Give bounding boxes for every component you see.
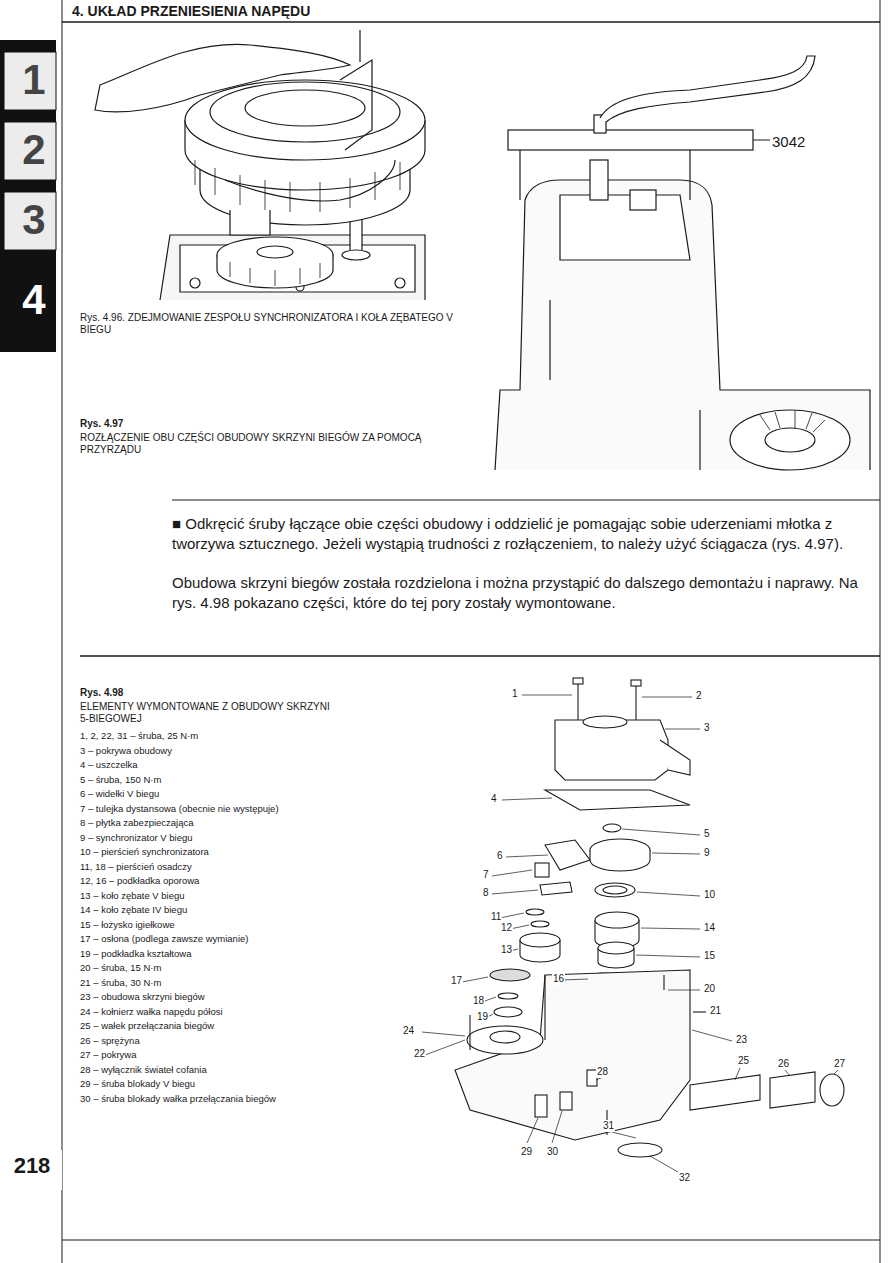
callout-number: 15 bbox=[703, 950, 716, 962]
callout-number: 28 bbox=[596, 1066, 609, 1078]
parts-list-line: 25 – wałek przełączania biegów bbox=[80, 1019, 410, 1033]
callout-number: 27 bbox=[833, 1058, 846, 1070]
parts-list-line: 28 – wyłącznik świateł cofania bbox=[80, 1063, 410, 1077]
parts-list-line: 12, 16 – podkładka oporowa bbox=[80, 874, 410, 888]
callout-number: 7 bbox=[482, 869, 490, 881]
tool-number: 3042 bbox=[772, 133, 832, 151]
callout-number: 12 bbox=[500, 922, 513, 934]
parts-list-line: 6 – widełki V biegu bbox=[80, 787, 410, 801]
parts-list-line: 10 – pierścień synchronizatora bbox=[80, 845, 410, 859]
parts-list-line: 20 – śruba, 15 N·m bbox=[80, 961, 410, 975]
parts-list-line: 17 – osłona (podlega zawsze wymianie) bbox=[80, 932, 410, 946]
parts-list-line: 15 – łożysko igiełkowe bbox=[80, 918, 410, 932]
parts-list-line: 11, 18 – pierścień osadczy bbox=[80, 860, 410, 874]
callout-number: 4 bbox=[490, 793, 498, 805]
parts-list-line: 13 – koło zębate V biegu bbox=[80, 889, 410, 903]
callout-number: 30 bbox=[546, 1146, 559, 1158]
body-text: ■ Odkręcić śruby łączące obie części obu… bbox=[172, 514, 872, 555]
parts-list-line: 3 – pokrywa obudowy bbox=[80, 744, 410, 758]
section-tab-number: 2 bbox=[14, 126, 54, 174]
callout-number: 9 bbox=[703, 847, 711, 859]
callout-number: 2 bbox=[695, 690, 703, 702]
body-text: Obudowa skrzyni biegów została rozdzielo… bbox=[172, 573, 872, 614]
callout-number: 1 bbox=[511, 688, 519, 700]
figure-caption: Rys. 4.96. ZDEJMOWANIE ZESPOŁU SYNCHRONI… bbox=[80, 312, 480, 336]
parts-list-line: 27 – pokrywa bbox=[80, 1048, 410, 1062]
callout-number: 10 bbox=[703, 889, 716, 901]
parts-list-line: 23 – obudowa skrzyni biegów bbox=[80, 990, 410, 1004]
callout-number: 18 bbox=[472, 995, 485, 1007]
parts-list-line: 26 – sprężyna bbox=[80, 1034, 410, 1048]
callout-number: 6 bbox=[496, 850, 504, 862]
figure-caption: ROZŁĄCZENIE OBU CZĘŚCI OBUDOWY SKRZYNI B… bbox=[80, 432, 480, 456]
callout-number: 17 bbox=[450, 975, 463, 987]
callout-number: 13 bbox=[500, 944, 513, 956]
callout-number: 21 bbox=[709, 1005, 722, 1017]
parts-list-line: 1, 2, 22, 31 – śruba, 25 N·m bbox=[80, 729, 410, 743]
callout-number: 29 bbox=[520, 1146, 533, 1158]
section-tab-number: 4 bbox=[14, 276, 54, 324]
section-tab-number: 1 bbox=[14, 56, 54, 104]
callout-number: 3 bbox=[703, 722, 711, 734]
callout-number: 31 bbox=[602, 1120, 615, 1132]
section-tab-number: 3 bbox=[14, 196, 54, 244]
parts-list-line: 7 – tulejka dystansowa (obecnie nie wyst… bbox=[80, 802, 410, 816]
callout-number: 24 bbox=[402, 1025, 415, 1037]
callout-number: 23 bbox=[735, 1034, 748, 1046]
callout-number: 5 bbox=[703, 828, 711, 840]
parts-list-line: 5 – śruba, 150 N·m bbox=[80, 773, 410, 787]
parts-list-line: 30 – śruba blokady wałka przełączania bi… bbox=[80, 1092, 410, 1106]
callout-number: 26 bbox=[777, 1058, 790, 1070]
page-number: 218 bbox=[4, 1153, 60, 1179]
parts-list-line: 21 – śruba, 30 N·m bbox=[80, 976, 410, 990]
callout-number: 25 bbox=[737, 1055, 750, 1067]
callout-number: 16 bbox=[552, 973, 565, 985]
parts-list-line: 19 – podkładka kształtowa bbox=[80, 947, 410, 961]
figure-number: Rys. 4.98 bbox=[80, 687, 280, 699]
figure-caption: ELEMENTY WYMONTOWANE Z OBUDOWY SKRZYNI 5… bbox=[80, 701, 340, 725]
callout-number: 14 bbox=[703, 922, 716, 934]
chapter-header: 4. UKŁAD PRZENIESIENIA NAPĘDU bbox=[72, 3, 310, 20]
figure-number: Rys. 4.97 bbox=[80, 418, 280, 430]
callout-number: 19 bbox=[476, 1011, 489, 1023]
parts-list-line: 9 – synchronizator V biegu bbox=[80, 831, 410, 845]
callout-number: 32 bbox=[678, 1172, 691, 1184]
parts-list-line: 29 – śruba blokady V biegu bbox=[80, 1077, 410, 1091]
parts-list-line: 14 – koło zębate IV biegu bbox=[80, 903, 410, 917]
parts-list-line: 24 – kołnierz wałka napędu półosi bbox=[80, 1005, 410, 1019]
callout-number: 8 bbox=[482, 887, 490, 899]
parts-list-line: 4 – uszczelka bbox=[80, 758, 410, 772]
callout-number: 22 bbox=[413, 1048, 426, 1060]
callout-number: 20 bbox=[703, 983, 716, 995]
parts-list-line: 8 – płytka zabezpieczająca bbox=[80, 816, 410, 830]
